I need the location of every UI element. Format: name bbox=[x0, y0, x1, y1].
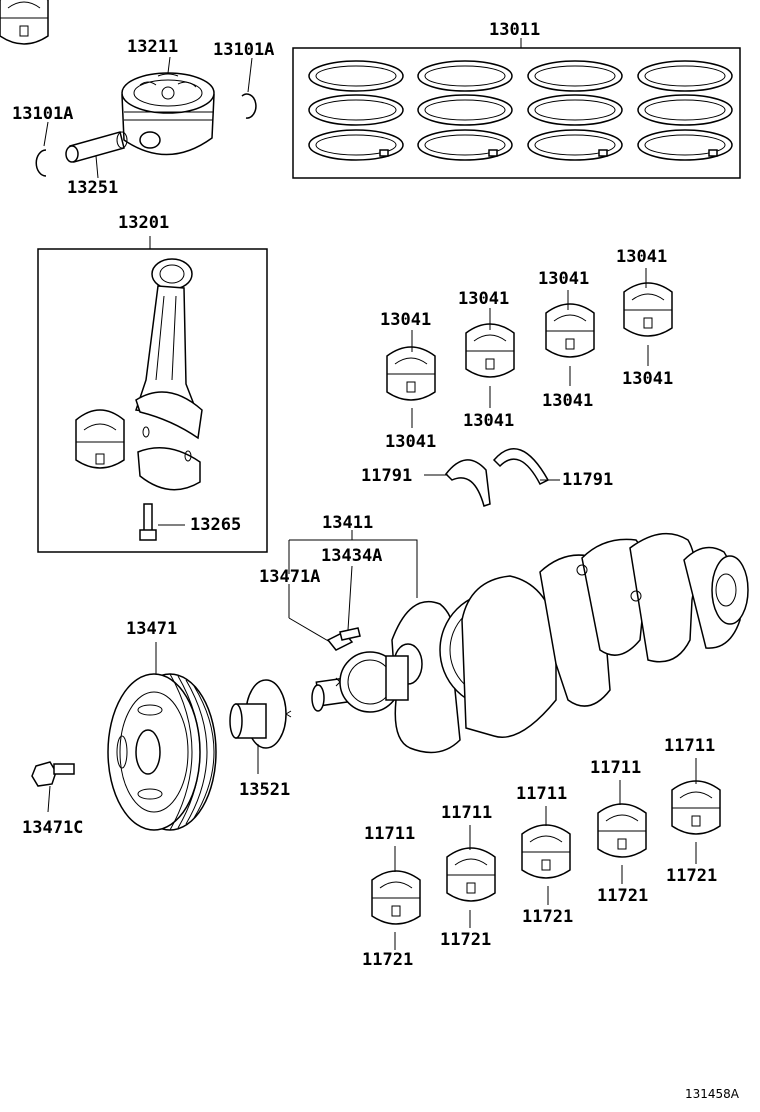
part-label: 13041 bbox=[542, 391, 594, 411]
part-label: 11711 bbox=[364, 824, 416, 844]
part-label: 11711 bbox=[516, 784, 568, 804]
main-bearing-2 bbox=[446, 847, 496, 902]
part-label: 11721 bbox=[362, 950, 414, 970]
crankshaft bbox=[311, 532, 749, 754]
crank-pulley bbox=[107, 642, 217, 831]
part-label: 11791 bbox=[361, 466, 413, 486]
part-label: 13041 bbox=[616, 247, 668, 267]
piston bbox=[121, 72, 215, 156]
part-label: 11721 bbox=[597, 886, 649, 906]
part-label: 13041 bbox=[538, 269, 590, 289]
part-label: 13041 bbox=[385, 432, 437, 452]
bearing-13041-b bbox=[465, 323, 515, 378]
piston-pin bbox=[65, 131, 128, 163]
rod-bearing-shell bbox=[75, 409, 125, 469]
timing-sprocket bbox=[229, 679, 292, 774]
part-label: 11711 bbox=[590, 758, 642, 778]
thrust-washer-left bbox=[445, 459, 491, 507]
part-label: 13011 bbox=[489, 20, 541, 40]
snap-ring-left bbox=[35, 149, 47, 177]
main-bearing-4 bbox=[597, 803, 647, 858]
part-label: 13211 bbox=[127, 37, 179, 57]
thrust-washer-right bbox=[492, 448, 550, 485]
part-label: 13471 bbox=[126, 619, 178, 639]
crank-sprocket bbox=[335, 651, 409, 713]
part-label: 13101A bbox=[12, 104, 74, 124]
part-label: 13251 bbox=[67, 178, 119, 198]
part-label: 11791 bbox=[562, 470, 614, 490]
part-label: 13201 bbox=[118, 213, 170, 233]
main-bearing-5 bbox=[671, 780, 721, 835]
bearing-13041-c bbox=[545, 303, 595, 358]
part-label: 11711 bbox=[441, 803, 493, 823]
part-label: 13101A bbox=[213, 40, 275, 60]
figure-code: 131458A bbox=[685, 1087, 740, 1101]
part-label: 13041 bbox=[622, 369, 674, 389]
part-label: 13521 bbox=[239, 780, 291, 800]
part-label: 13411 bbox=[322, 513, 374, 533]
connecting-rod-box bbox=[37, 248, 268, 553]
pulley-bolt bbox=[31, 761, 75, 813]
bearing-13041-a bbox=[386, 346, 436, 401]
part-label: 13434A bbox=[321, 546, 383, 566]
main-bearing-3 bbox=[521, 824, 571, 879]
snap-ring-right bbox=[241, 93, 257, 119]
crank-key-2 bbox=[339, 627, 361, 641]
part-label: 13041 bbox=[380, 310, 432, 330]
bearing-13041-d bbox=[623, 282, 673, 337]
part-label: 13471A bbox=[259, 567, 321, 587]
part-label: 13041 bbox=[458, 289, 510, 309]
piston-ring-set bbox=[292, 47, 741, 179]
part-label: 11721 bbox=[522, 907, 574, 927]
part-label: 11711 bbox=[664, 736, 716, 756]
part-label: 11721 bbox=[666, 866, 718, 886]
part-label: 13471C bbox=[22, 818, 84, 838]
part-label: 13265 bbox=[190, 515, 242, 535]
main-bearing-1 bbox=[371, 870, 421, 925]
rod-bolt bbox=[139, 503, 185, 541]
connecting-rod bbox=[135, 258, 203, 491]
part-label: 13041 bbox=[463, 411, 515, 431]
part-label: 11721 bbox=[440, 930, 492, 950]
